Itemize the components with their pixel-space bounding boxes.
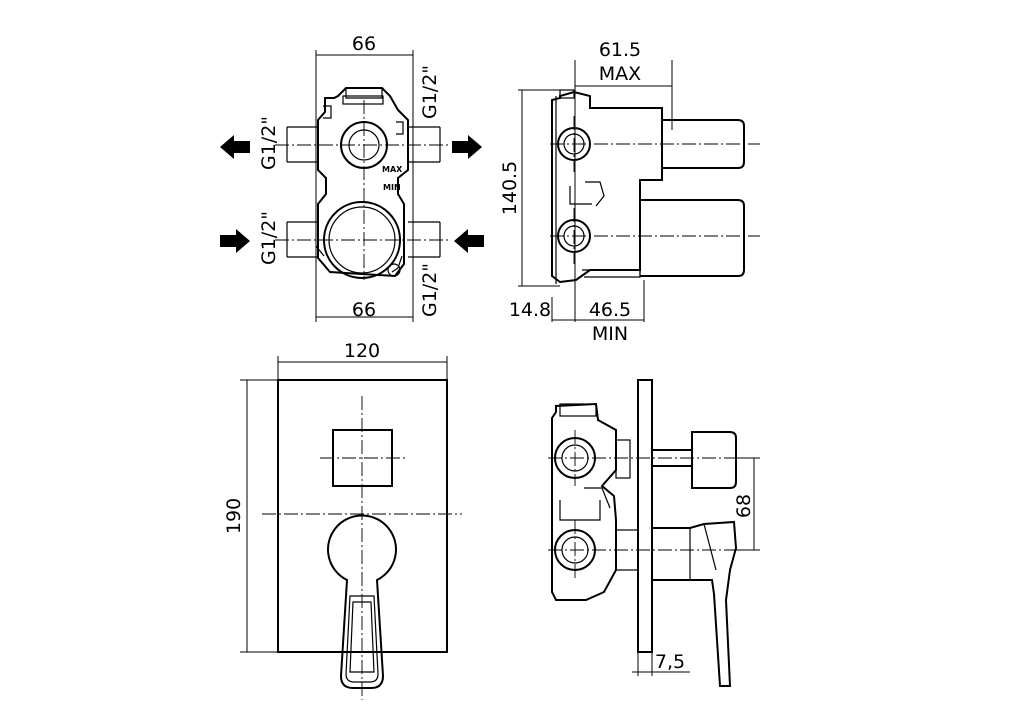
flow-arrow-in-right-icon xyxy=(454,229,484,253)
depth-max-value: 61.5 xyxy=(599,39,641,61)
flow-arrow-in-left-icon xyxy=(220,229,250,253)
body-min-label: MIN xyxy=(383,183,401,192)
body-max-label: MAX xyxy=(382,165,403,174)
diverter-knob-side xyxy=(691,431,737,489)
assembly-side-view: 68 7,5 xyxy=(548,379,760,687)
side-height-label: 140.5 xyxy=(499,161,521,215)
flow-arrow-out-right-icon xyxy=(452,135,482,159)
cover-plate xyxy=(277,379,448,653)
plate-width-label: 120 xyxy=(344,340,380,362)
thread-right-top-label: G1/2" xyxy=(419,65,441,119)
bottom-width-label: 66 xyxy=(352,299,376,321)
depth-max-label: MAX xyxy=(599,63,641,85)
wall-offset-label: 14.8 xyxy=(509,299,551,321)
plate-height-label: 190 xyxy=(223,498,245,534)
plate-thickness-label: 7,5 xyxy=(655,651,685,673)
body-side-view: 61.5 MAX 140.5 14.8 46.5 MIN xyxy=(499,39,760,345)
thread-left-bottom-label: G1/2" xyxy=(258,211,280,265)
cover-plate-edge xyxy=(637,379,653,653)
depth-min-label: MIN xyxy=(592,323,628,345)
thread-right-bottom-label: G1/2" xyxy=(419,263,441,317)
axis-distance-label: 68 xyxy=(733,494,755,518)
mixer-lever xyxy=(327,514,397,689)
flow-arrow-out-left-icon xyxy=(220,135,250,159)
top-width-label: 66 xyxy=(352,33,376,55)
cover-plate-front-view: 120 190 xyxy=(223,340,462,700)
mixer-lever-side xyxy=(651,520,738,687)
body-front-view: 66 66 MAX MIN G1/2 xyxy=(220,33,484,322)
depth-min-value: 46.5 xyxy=(589,299,631,321)
diverter-knob xyxy=(332,429,393,487)
thread-left-top-label: G1/2" xyxy=(258,116,280,170)
